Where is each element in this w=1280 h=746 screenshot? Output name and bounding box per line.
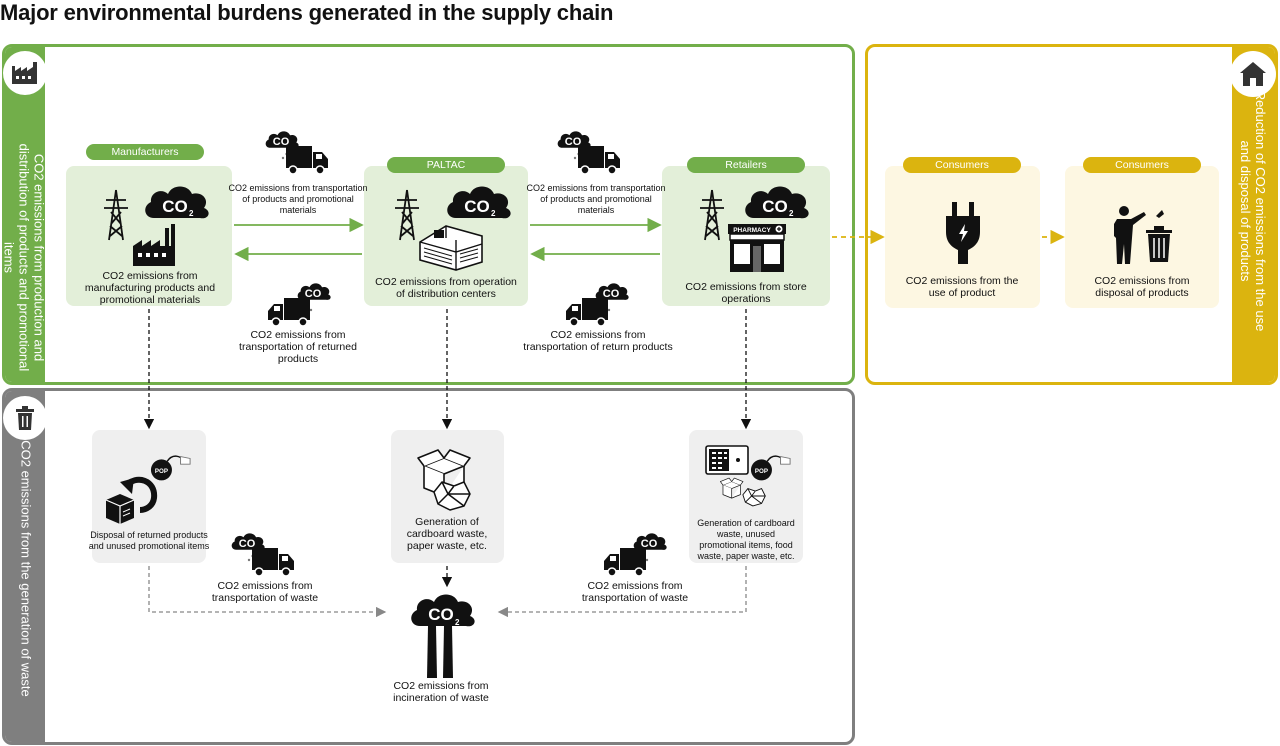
factory-building-icon — [133, 224, 175, 266]
waste-retailers-caption: Generation of cardboard waste, unused pr… — [697, 518, 795, 561]
truck-co2-icon: CO — [565, 283, 629, 327]
co2-text: CO — [273, 136, 290, 148]
consumers-disposal-label: Consumers — [1083, 157, 1201, 173]
store-icon: PHARMACY — [728, 224, 786, 272]
paltac-label: PALTAC — [387, 157, 505, 173]
co2-text: CO — [162, 197, 188, 216]
transport-forward-1-label: CO2 emissions from transportation of pro… — [228, 183, 368, 215]
co2-text: CO — [603, 288, 620, 300]
waste-panel — [2, 388, 855, 745]
transport-waste-right-label: CO2 emissions from transportation of was… — [581, 580, 689, 604]
transport-waste-left-label: CO2 emissions from transportation of was… — [211, 580, 319, 604]
co2-text: CO — [464, 197, 490, 216]
pop-bomb-icon: POP — [750, 455, 791, 482]
incineration-caption: CO2 emissions from incineration of waste — [393, 680, 489, 704]
return-box-icon — [105, 476, 158, 524]
production-strip — [5, 47, 45, 382]
co2-text: CO — [641, 538, 658, 550]
co2-text: CO — [762, 197, 788, 216]
trash-icon — [3, 396, 47, 440]
retailers-caption: CO2 emissions from store operations — [685, 281, 807, 305]
co2-subscript: 2 — [455, 618, 460, 627]
transport-forward-2-label: CO2 emissions from transportation of pro… — [526, 183, 666, 215]
arrow-left-waste-to-incineration — [148, 566, 387, 618]
truck-co2-icon: CO — [267, 283, 331, 327]
pop-bomb-icon: POP — [150, 455, 191, 482]
co2-cloud-icon: CO 2 — [145, 186, 209, 219]
plug-icon — [946, 202, 980, 264]
co2-subscript: 2 — [189, 209, 194, 218]
co2-cloud-icon: CO 2 — [745, 186, 809, 219]
consumers-use-label: Consumers — [903, 157, 1021, 173]
truck-co2-icon: CO — [231, 533, 295, 577]
co2-subscript: 2 — [789, 209, 794, 218]
promotional-display-icon — [705, 445, 749, 475]
person-trash-icon — [1114, 206, 1172, 264]
waste-paltac-caption: Generation of cardboard waste, paper was… — [406, 516, 488, 552]
factory-icon — [3, 51, 47, 95]
co2-text: CO — [305, 288, 322, 300]
truck-co2-icon: CO — [603, 533, 667, 577]
consumers-use-caption: CO2 emissions from the use of product — [905, 275, 1019, 299]
co2-text: CO — [428, 605, 454, 624]
transport-returned-label: CO2 emissions from transportation of ret… — [239, 329, 357, 365]
manufacturers-label: Manufacturers — [86, 144, 204, 160]
waste-strip — [5, 391, 45, 742]
warehouse-icon — [419, 225, 483, 271]
co2-text: CO — [565, 136, 582, 148]
chimney-icon: CO 2 — [411, 594, 475, 678]
transport-return-label: CO2 emissions from transportation of ret… — [523, 329, 673, 353]
truck-co2-icon: CO — [265, 131, 329, 175]
page-title: Major environmental burdens generated in… — [0, 0, 614, 25]
consumers-disposal-box — [1065, 166, 1219, 308]
use-disposal-strip — [1232, 47, 1275, 382]
pharmacy-sign: PHARMACY — [733, 227, 771, 234]
co2-cloud-icon: CO 2 — [447, 186, 511, 219]
co2-text: CO — [239, 538, 256, 550]
paltac-caption: CO2 emissions from operation of distribu… — [375, 276, 517, 300]
manufacturers-caption: CO2 emissions from manufacturing product… — [84, 270, 216, 306]
pop-text: POP — [155, 468, 168, 475]
truck-co2-icon: CO — [557, 131, 621, 175]
pop-text: POP — [755, 468, 768, 475]
waste-manufacturers-box — [92, 430, 206, 563]
manufacturers-box — [66, 166, 232, 306]
use-disposal-panel — [865, 44, 1278, 385]
house-icon — [1230, 51, 1276, 97]
waste-manufacturers-caption: Disposal of returned products and unused… — [88, 530, 210, 551]
consumers-disposal-caption: CO2 emissions from disposal of products — [1094, 275, 1190, 299]
co2-subscript: 2 — [491, 209, 496, 218]
arrow-right-waste-to-incineration — [497, 566, 747, 618]
production-panel — [2, 44, 855, 385]
retailers-label: Retailers — [687, 157, 805, 173]
